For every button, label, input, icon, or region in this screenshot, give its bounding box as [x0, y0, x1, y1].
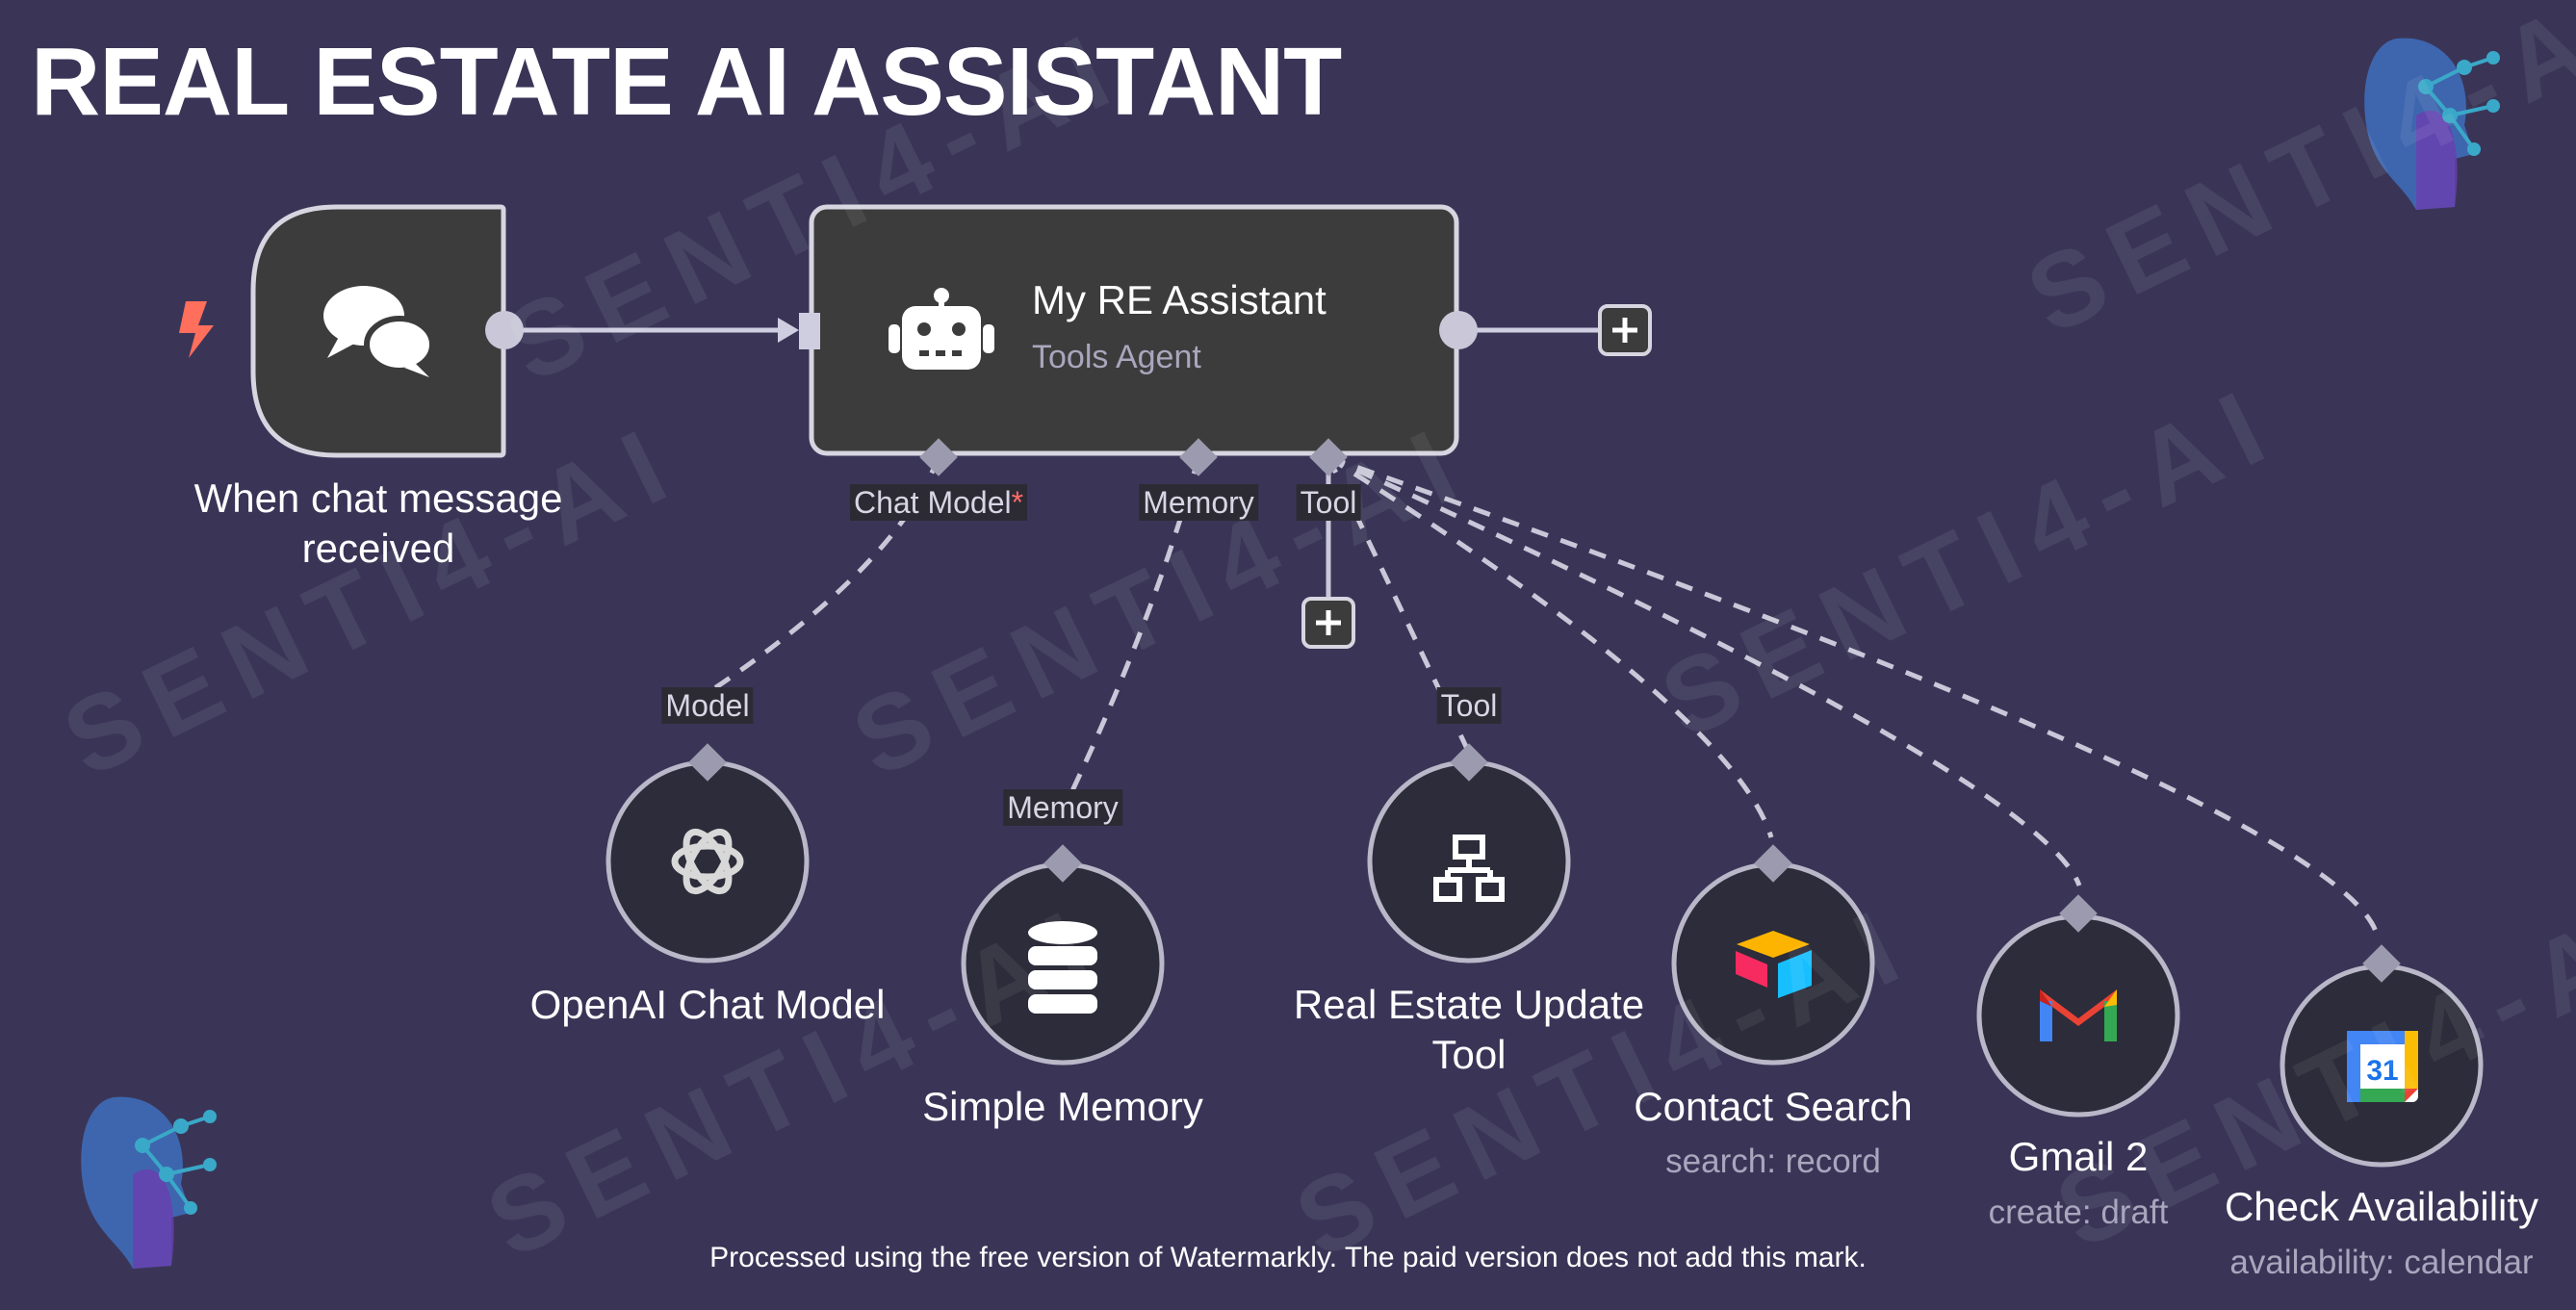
calendar-day-text: 31 [2366, 1055, 2398, 1087]
add-output-button[interactable] [1598, 304, 1652, 356]
agent-output-handle[interactable] [1439, 311, 1478, 349]
update-tool-label-line1: Real Estate Update [1293, 982, 1645, 1027]
gmail-node[interactable] [1976, 913, 2180, 1117]
tool-connection-calendar [1327, 454, 2381, 939]
network-icon [1433, 835, 1505, 902]
agent-type: Tools Agent [1032, 339, 1201, 375]
memory-label: Simple Memory [922, 1084, 1203, 1129]
robot-icon [889, 288, 994, 370]
update-tool-label-line2: Tool [1431, 1032, 1507, 1077]
gmail-sub: create: draft [1988, 1194, 2169, 1231]
chat-model-handle[interactable] [919, 438, 958, 476]
gmail-handle[interactable] [2059, 894, 2098, 933]
calendar-sub: availability: calendar [2229, 1244, 2534, 1281]
airtable-icon [1736, 931, 1812, 998]
contact-search-sub: search: record [1665, 1143, 1881, 1180]
connection-arrow [778, 318, 799, 343]
gmail-label: Gmail 2 [2008, 1134, 2149, 1179]
update-tool-handle[interactable] [1450, 743, 1488, 782]
add-tool-button[interactable] [1301, 597, 1355, 649]
memory-input-label: Memory [1003, 789, 1122, 826]
lightning-icon [179, 301, 214, 358]
agent-name: My RE Assistant [1032, 277, 1327, 322]
trigger-label-line1: When chat message [193, 475, 563, 521]
tool-connection-contact [1327, 454, 1774, 838]
memory-handle-label: Memory [1139, 484, 1258, 521]
calendar-label: Check Availability [2224, 1184, 2539, 1229]
chat-bubbles-icon [323, 286, 435, 377]
contact-search-node[interactable] [1671, 861, 1875, 1066]
openai-handle[interactable] [688, 743, 727, 782]
trigger-label-line2: received [301, 526, 455, 571]
page-title: REAL ESTATE AI ASSISTANT [31, 28, 1342, 136]
brain-logo-icon [2364, 38, 2500, 211]
tool-input-label: Tool [1436, 687, 1502, 724]
memory-node-handle[interactable] [1043, 844, 1082, 883]
model-input-label: Model [661, 687, 754, 724]
openai-icon [671, 828, 744, 895]
openai-node[interactable] [605, 759, 810, 963]
trigger-output-handle[interactable] [485, 311, 524, 349]
google-calendar-icon: 31 [2347, 1031, 2418, 1102]
gmail-icon [2040, 989, 2117, 1041]
database-icon [1028, 921, 1097, 1014]
contact-search-label: Contact Search [1634, 1084, 1913, 1129]
watermark-note: Processed using the free version of Wate… [709, 1242, 1867, 1273]
brain-logo-icon [81, 1096, 217, 1269]
agent-input-handle[interactable] [799, 313, 820, 349]
openai-label: OpenAI Chat Model [529, 982, 886, 1027]
contact-search-handle[interactable] [1754, 844, 1792, 883]
tool-handle-label: Tool [1296, 484, 1361, 521]
chat-model-handle-label: Chat Model* [849, 484, 1028, 521]
calendar-handle[interactable] [2362, 944, 2401, 983]
